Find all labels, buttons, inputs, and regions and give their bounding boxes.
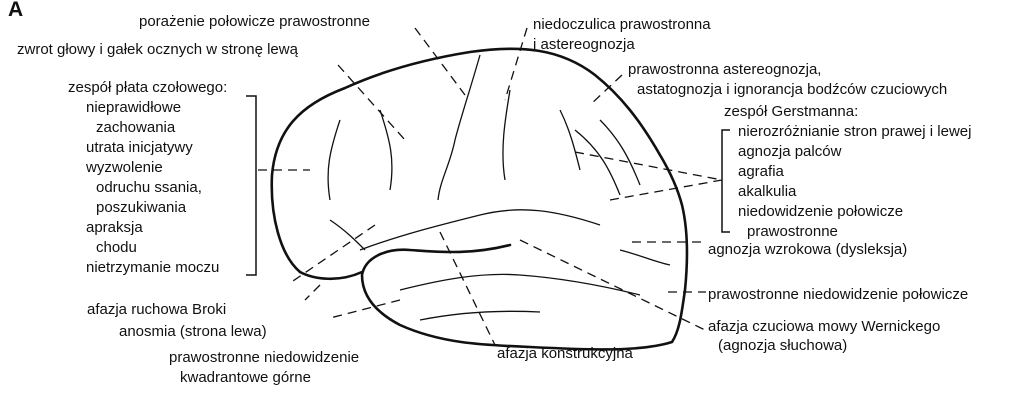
frontal-title: zespół płata czołowego: (68, 79, 228, 96)
gerstmann-item: niedowidzenie połowicze (738, 203, 904, 220)
frontal-item: nietrzymanie moczu (86, 259, 220, 276)
gerstmann-bracket (721, 129, 730, 233)
brain-outline (270, 47, 689, 351)
frontal-item: nieprawidłowe (86, 99, 182, 116)
frontal-item: odruchu ssania, (96, 179, 202, 196)
panel-label: A (8, 0, 24, 21)
gerstmann-item: prawostronne (747, 223, 838, 240)
label-hemianopia: prawostronne niedowidzenie połowicze (708, 286, 969, 303)
gerstmann-title: zespół Gerstmanna: (724, 103, 859, 120)
frontal-bracket (246, 95, 257, 276)
label-visual-agnosia: agnozja wzrokowa (dysleksja) (708, 241, 908, 258)
label-astereognosis-2: astatognozja i ignorancja bodźców czucio… (637, 81, 948, 98)
label-hypesthesia-1: niedoczulica prawostronna (533, 16, 711, 33)
frontal-item: zachowania (96, 119, 176, 136)
gerstmann-item: akalkulia (738, 183, 797, 200)
label-astereognosis-1: prawostronna astereognozja, (628, 61, 822, 78)
gerstmann-item: agnozja palców (738, 143, 842, 160)
frontal-item: apraksja (86, 219, 143, 236)
label-hemiplegia: porażenie połowicze prawostronne (139, 13, 370, 30)
label-gaze: zwrot głowy i gałek ocznych w stronę lew… (17, 41, 298, 58)
label-hypesthesia-2: i astereognozja (533, 36, 635, 53)
label-quadrant-1: prawostronne niedowidzenie (169, 349, 360, 366)
label-wernicke-1: afazja czuciowa mowy Wernickego (708, 318, 941, 335)
frontal-item: wyzwolenie (86, 159, 163, 176)
label-quadrant-2: kwadrantowe górne (180, 369, 311, 386)
gerstmann-item: agrafia (738, 163, 784, 180)
frontal-item: chodu (96, 239, 137, 256)
label-constructional: afazja konstrukcyjna (497, 345, 633, 362)
frontal-item: utrata inicjatywy (86, 139, 193, 156)
label-anosmia: anosmia (strona lewa) (119, 323, 267, 340)
gerstmann-item: nierozróżnianie stron prawej i lewej (738, 123, 972, 140)
frontal-item: poszukiwania (96, 199, 187, 216)
label-wernicke-2: (agnozja słuchowa) (718, 337, 848, 354)
frontal-base (298, 270, 364, 281)
label-broca: afazja ruchowa Broki (87, 301, 227, 318)
